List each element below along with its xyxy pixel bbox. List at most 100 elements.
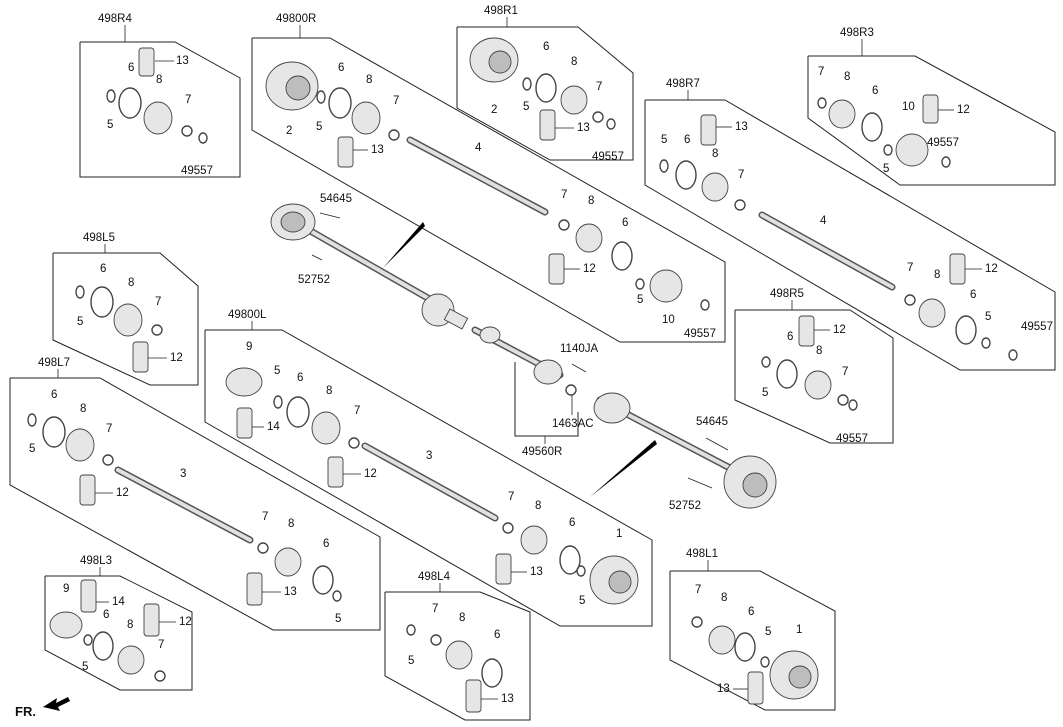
group-title-498L3: 498L3 [80, 555, 112, 567]
part-callout-10: 10 [662, 314, 675, 326]
part-callout-12: 12 [116, 487, 129, 499]
part-callout-13: 13 [501, 693, 514, 705]
part-callout-6: 6 [128, 62, 134, 74]
part-callout-7: 7 [155, 296, 161, 308]
part-callout-8: 8 [571, 56, 577, 68]
part-callout-4: 4 [475, 142, 482, 154]
part-callout-49557: 49557 [592, 151, 624, 163]
part-callout-4: 4 [820, 215, 827, 227]
part-callout-8: 8 [127, 619, 133, 631]
part-callout-5: 5 [29, 443, 35, 455]
part-callout-1: 1 [796, 624, 802, 636]
part-callout-5: 5 [274, 365, 280, 377]
part-callout-7: 7 [596, 81, 602, 93]
group-title-498L1: 498L1 [686, 548, 718, 560]
box-498L1 [669, 570, 836, 711]
part-callout-7: 7 [695, 584, 701, 596]
part-callout-8: 8 [816, 345, 822, 357]
part-callout-1463ac: 1463AC [552, 418, 594, 430]
part-callout-12: 12 [833, 324, 846, 336]
box-49800R [251, 37, 726, 343]
part-callout-2: 2 [286, 125, 292, 137]
part-callout-8: 8 [326, 385, 332, 397]
part-callout-14: 14 [112, 596, 125, 608]
group-title-498L7: 498L7 [38, 357, 70, 369]
part-callout-54645: 54645 [320, 193, 352, 205]
part-callout-6: 6 [103, 609, 109, 621]
part-callout-5: 5 [316, 121, 322, 133]
group-title-498R1: 498R1 [484, 5, 518, 17]
part-callout-3: 3 [426, 450, 432, 462]
part-callout-7: 7 [842, 366, 848, 378]
part-callout-7: 7 [393, 95, 399, 107]
group-title-498R4: 498R4 [98, 13, 132, 25]
part-callout-8: 8 [721, 592, 727, 604]
part-callout-49557: 49557 [927, 137, 959, 149]
part-callout-12: 12 [170, 352, 183, 364]
bracket-49560R [514, 362, 579, 437]
part-callout-7: 7 [738, 169, 744, 181]
part-callout-5: 5 [579, 595, 585, 607]
part-callout-14: 14 [267, 421, 280, 433]
small-clamps [27, 77, 1018, 682]
box-498R5 [734, 309, 894, 444]
part-callout-13: 13 [176, 55, 189, 67]
part-callout-5: 5 [408, 655, 414, 667]
box-498L4 [384, 591, 531, 721]
part-callout-8: 8 [535, 500, 541, 512]
arrow-left-icon [43, 697, 70, 711]
part-callout-7: 7 [185, 94, 191, 106]
part-callout-5: 5 [762, 387, 768, 399]
part-callout-9: 9 [246, 341, 252, 353]
part-callout-1140ja: 1140JA [560, 343, 598, 355]
central-driveshaft-assembly [270, 203, 777, 509]
part-callout-6: 6 [569, 517, 575, 529]
part-callout-8: 8 [934, 269, 940, 281]
group-title-49800L: 49800L [228, 309, 267, 321]
group-title-498L4: 498L4 [418, 571, 451, 583]
part-callout-12: 12 [583, 263, 596, 275]
part-callout-12: 12 [364, 468, 377, 480]
part-callout-13: 13 [530, 566, 543, 578]
box-49800L [204, 329, 653, 627]
part-callout-13: 13 [735, 121, 748, 133]
part-callout-7: 7 [508, 491, 514, 503]
box-498L7 [9, 377, 381, 631]
part-callout-8: 8 [588, 195, 594, 207]
part-callout-6: 6 [622, 217, 628, 229]
part-callout-7: 7 [106, 423, 112, 435]
part-callout-49557: 49557 [1021, 321, 1053, 333]
front-direction-indicator: FR. [15, 697, 70, 719]
part-callout-5: 5 [335, 613, 341, 625]
part-callout-7: 7 [158, 639, 164, 651]
part-callout-6: 6 [100, 263, 106, 275]
cv-joints [65, 85, 946, 675]
part-callout-7: 7 [354, 405, 360, 417]
group-title-49800R: 49800R [276, 13, 316, 25]
part-callout-13: 13 [577, 122, 590, 134]
part-callout-7: 7 [818, 66, 824, 78]
part-callout-1: 1 [616, 528, 622, 540]
box-498R3 [807, 55, 1056, 186]
part-callout-3: 3 [180, 468, 186, 480]
part-callout-8: 8 [712, 148, 718, 160]
part-callout-7: 7 [907, 262, 913, 274]
part-callout-6: 6 [297, 372, 303, 384]
part-callout-13: 13 [717, 683, 730, 695]
part-callout-49557: 49557 [181, 165, 213, 177]
group-title-498R7: 498R7 [666, 78, 700, 90]
part-callout-13: 13 [284, 586, 297, 598]
part-callout-8: 8 [128, 277, 134, 289]
part-callout-52752: 52752 [298, 274, 330, 286]
box-498L5 [52, 252, 199, 386]
group-title-498R5: 498R5 [770, 288, 804, 300]
part-callout-8: 8 [80, 403, 86, 415]
rings [42, 73, 977, 688]
part-callout-6: 6 [684, 134, 690, 146]
part-callout-8: 8 [366, 74, 372, 86]
part-callout-6: 6 [338, 62, 344, 74]
part-callout-12: 12 [957, 104, 970, 116]
part-callout-6: 6 [970, 289, 976, 301]
part-callout-5: 5 [765, 626, 771, 638]
